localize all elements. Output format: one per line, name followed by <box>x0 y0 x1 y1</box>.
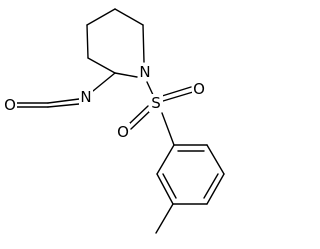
tolyl-ring <box>155 144 225 234</box>
bond-s-o-left-b <box>130 109 152 130</box>
atom-label-sulfonyl-oxygen-top: O <box>193 80 205 98</box>
atom-label-isocyanate-oxygen: O <box>4 96 16 114</box>
bond-n-c-isocyanate-b <box>47 103 80 108</box>
aryl-bond-3-4 <box>206 173 225 205</box>
ring-bond-c3-c4 <box>86 24 89 59</box>
molecule-structure: N N O S O O <box>3 8 225 234</box>
bond-s-o-top-b <box>162 91 194 102</box>
atom-label-sulfonyl-oxygen-left: O <box>117 123 129 141</box>
ring-bond-c5-c6 <box>114 8 144 26</box>
aryl-bond-2-3 <box>206 144 225 175</box>
atom-label-isocyanate-nitrogen: N <box>80 88 91 106</box>
bond-c2-n-isocyanate <box>92 72 116 92</box>
bond-n-c-isocyanate-a <box>47 98 80 104</box>
sulfonyl-group <box>127 81 194 146</box>
bond-s-o-top-a <box>161 86 192 97</box>
piperidine-ring <box>86 8 145 78</box>
aryl-inner-double-2 <box>203 173 219 199</box>
aryl-bond-5-6 <box>156 173 174 205</box>
atom-label-sulfur: S <box>151 94 161 112</box>
isocyanate-group <box>16 72 116 108</box>
methyl-bond <box>155 203 174 234</box>
atom-label-ring-nitrogen: N <box>139 63 150 81</box>
ring-bond-n-c2 <box>114 72 138 78</box>
aryl-inner-double-3 <box>162 173 177 199</box>
ring-bond-c4-c5 <box>86 8 116 26</box>
ring-bond-c2-c3 <box>87 57 116 74</box>
ring-bond-c6-n <box>142 24 145 63</box>
bond-s-aryl <box>161 112 175 146</box>
atom-labels: N N O S O O <box>3 63 206 141</box>
bond-s-o-left-a <box>127 105 149 126</box>
aryl-bond-6-1 <box>156 144 175 175</box>
